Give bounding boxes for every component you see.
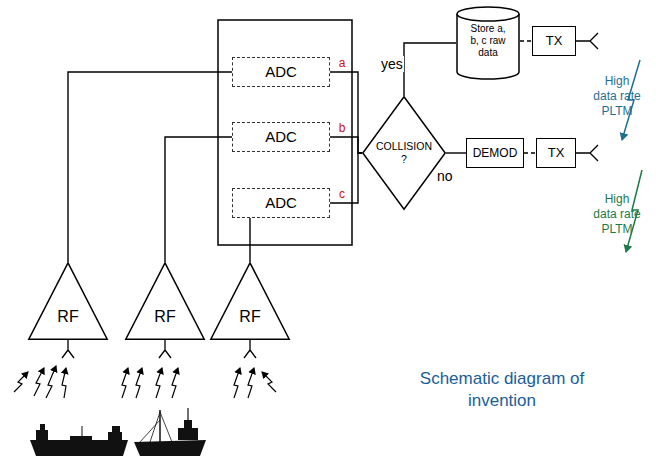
node-text: TX [548,145,565,161]
connector [249,218,250,262]
link-note: High data rate PLTM [592,74,642,119]
cylinder-top [457,7,519,21]
node-text: RF [154,307,175,326]
connector [330,72,362,153]
connector [524,152,536,153]
diamond-outline [363,97,445,209]
edge-label: no [436,168,454,184]
connector [165,137,232,262]
connector [68,72,232,262]
rf-amplifier-outline [210,262,290,340]
rf-amplifier: RF [28,262,108,340]
incoming-signals [14,366,276,398]
triangle-outline [29,263,107,339]
connector [404,43,456,96]
demodulator-box: DEMOD [466,138,524,168]
trawler-ship [134,408,206,456]
storage-cylinder: Store a, b, c raw data [456,6,520,80]
connector [330,137,362,153]
link-note: High data rate PLTM [592,192,642,237]
cylinder-body [457,14,519,79]
receiver-housing [218,20,352,245]
node-text: ADC [265,128,297,146]
connector [446,152,466,153]
signal-name: c [336,187,348,202]
rf-amplifier-outline [125,262,205,340]
rf-amplifier: RF [210,262,290,340]
adc-box: ADC [232,122,330,152]
decision-diamond: COLLISION ? [362,96,446,210]
triangle-outline [126,263,204,339]
node-text: COLLISION ? [374,140,434,166]
rf-amplifier: RF [125,262,205,340]
connector [520,40,532,41]
tanker-ship [30,424,128,456]
edge-label: yes [380,56,404,72]
figure-caption: Schematic diagram of invention [414,368,590,412]
triangle-outline [211,263,289,339]
node-text: RF [239,307,260,326]
node-text: DEMOD [473,146,518,160]
node-text: ADC [265,63,297,81]
node-text: Store a, b, c raw data [465,23,511,59]
node-text: ADC [265,194,297,212]
rx-antennas [62,340,256,358]
transmitter-box: TX [536,138,576,168]
node-text: TX [546,33,563,49]
adc-box: ADC [232,57,330,87]
adc-box: ADC [232,188,330,218]
transmitter-box: TX [532,26,576,56]
connector [330,153,362,203]
rf-amplifier-outline [28,262,108,340]
signal-name: a [336,56,348,71]
signal-name: b [336,121,348,136]
node-text: RF [57,307,78,326]
